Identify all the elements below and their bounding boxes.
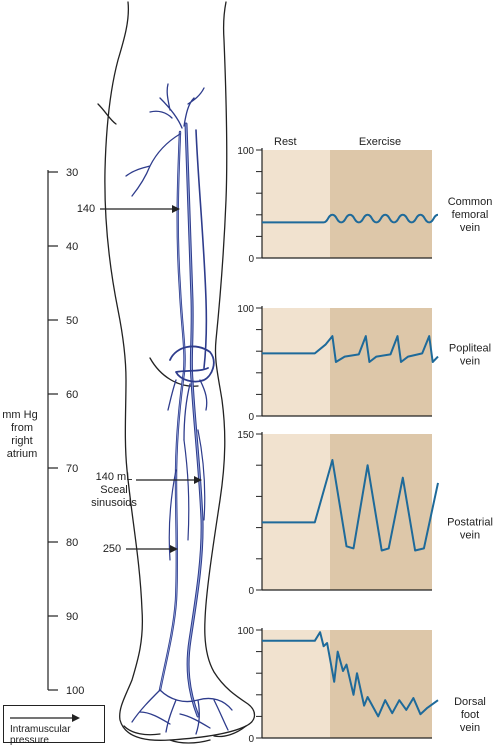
scale-tick-label: 80 [66,537,78,549]
leg-outline-lateral [104,1,256,741]
annotation-sinusoids-line-2: Sceal [100,484,128,496]
y-max-label: 100 [237,304,254,315]
knee-tributaries [167,379,208,441]
femoral-vein-inner [159,131,185,691]
series-label-line: foot [461,709,479,721]
scale-tick-label: 90 [66,611,78,623]
popliteal-loop [169,345,215,383]
annotation-sinusoids-arrowhead [194,476,202,484]
pressure-trace [262,335,439,363]
scale-tick-label: 60 [66,389,78,401]
phase-label-rest: Rest [274,136,297,148]
foot-veins [131,689,233,735]
scale-unit-line: from [11,422,33,434]
foot-toes [123,725,247,744]
pressure-trace [262,459,439,552]
great-saphenous-vein [184,122,204,718]
y-min-label: 0 [248,254,254,265]
annotation-sinusoids-line-3: sinusoids [91,497,137,509]
scale-tick-label: 40 [66,241,78,253]
scale-tick-label: 30 [66,167,78,179]
rest-phase-bg [262,150,330,258]
rest-phase-bg [262,630,330,738]
intramuscular-pressure-legend: Intramuscular pressure [3,705,105,746]
annotation-calf-arrowhead [170,545,178,553]
series-label-line: femoral [452,209,489,221]
legend-text: Intramuscular pressure [10,724,71,746]
y-max-label: 100 [237,626,254,637]
scale-tick-label: 70 [66,463,78,475]
series-label-line: Postatrial [447,517,493,529]
scale-unit-line: atrium [7,448,38,460]
legend-arrow-icon [10,714,80,722]
series-label-line: vein [460,722,480,734]
leg-illustration [97,1,256,744]
y-min-label: 0 [248,734,254,745]
series-label-line: vein [460,222,480,234]
pressure-trace [262,213,439,224]
series-label-line: vein [460,530,480,542]
exercise-phase-bg [330,434,432,590]
great-saphenous-vein-inner [185,123,203,717]
y-max-label: 150 [237,430,254,441]
series-label-line: Popliteal [449,343,491,355]
legend-line: pressure [10,735,49,746]
legend-line: Intramuscular [10,724,71,735]
series-label-line: vein [460,356,480,368]
annotation-groin-arrowhead [172,205,180,213]
annotation-sinusoids-line-1: 140 mL [96,471,133,483]
deep-vein-thigh [195,129,208,369]
vein-network [125,83,233,735]
exercise-phase-bg [330,150,432,258]
annotations: 140 140 mL Sceal sinusoids 250 [77,203,202,555]
scale-tick-labels: 30 40 50 60 70 80 90 100 [66,167,84,697]
y-max-label: 100 [237,146,254,157]
y-min-label: 0 [248,586,254,597]
exercise-phase-bg [330,630,432,738]
series-label-line: Dorsal [454,696,486,708]
vein-branches-groin [125,83,205,197]
rest-phase-bg [262,308,330,416]
scale-unit-line: mm Hg [2,409,37,421]
scale-unit-line: right [11,435,32,447]
phase-label-exercise: Exercise [359,136,401,148]
pressure-scale [47,170,58,691]
y-min-label: 0 [248,412,254,423]
annotation-groin-label: 140 [77,203,95,215]
series-label-line: Common [448,196,493,208]
annotation-calf-label: 250 [103,543,121,555]
calf-veins [168,429,206,561]
scale-unit-label: mm Hg from right atrium [2,409,37,460]
scale-tick-label: 50 [66,315,78,327]
rest-phase-bg [262,434,330,590]
leg-outline-fold [97,103,117,125]
scale-tick-label: 100 [66,685,84,697]
femoral-vein [158,130,186,692]
pressure-trace [262,631,439,718]
exercise-phase-bg [330,308,432,416]
